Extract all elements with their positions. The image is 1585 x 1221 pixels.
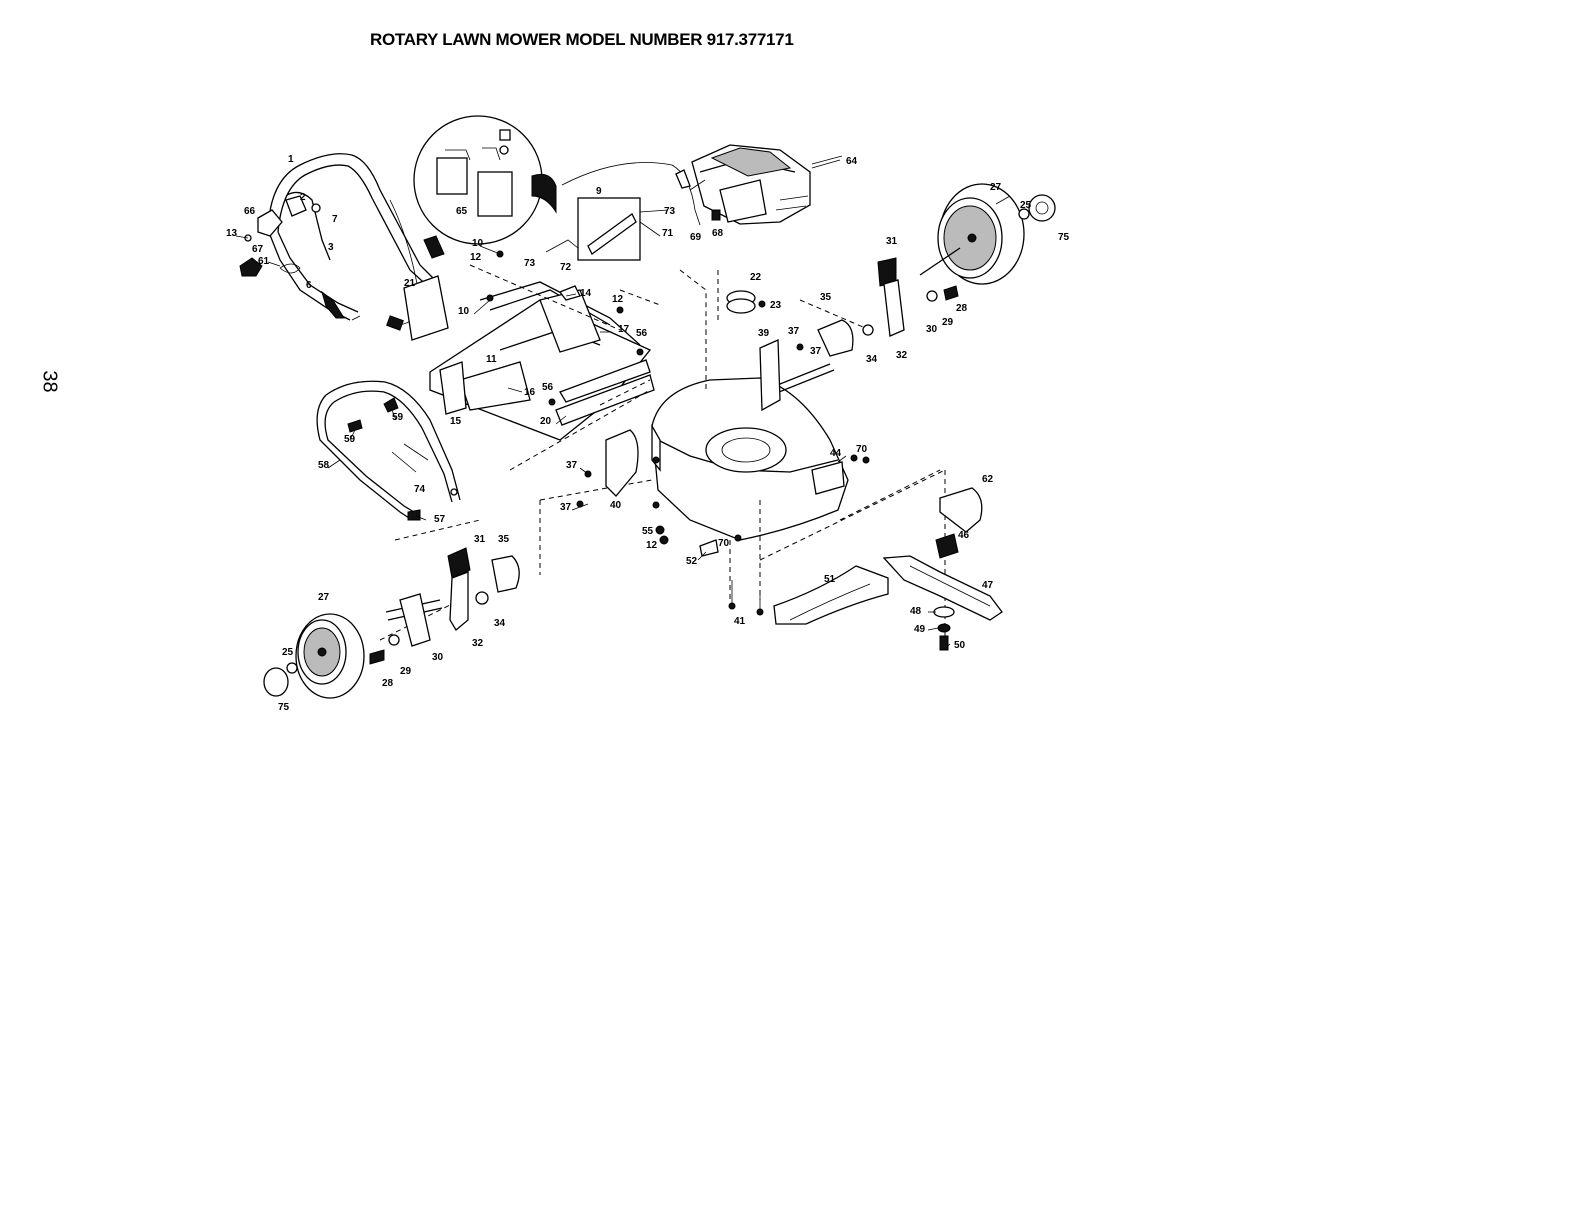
callout: 37 [810, 346, 822, 357]
callout: 46 [958, 530, 970, 541]
callout: 21 [404, 278, 416, 289]
baffle-bolts [729, 580, 763, 615]
callout: 61 [258, 256, 270, 267]
callout: 25 [1020, 200, 1032, 211]
cable-clip-part [240, 258, 300, 276]
callout: 37 [560, 502, 572, 513]
callout: 44 [830, 448, 842, 459]
callout: 37 [788, 326, 800, 337]
callout: 10 [458, 306, 470, 317]
pulley-part [727, 291, 765, 313]
callout: 28 [956, 303, 968, 314]
blade-adapter-part [936, 488, 982, 558]
callout: 35 [498, 534, 510, 545]
height-bracket-left [577, 430, 638, 507]
callout: 58 [318, 460, 330, 471]
callout: 6 [306, 280, 312, 291]
callout: 12 [646, 540, 658, 551]
callout: 31 [474, 534, 486, 545]
mower-deck-part [652, 378, 848, 540]
rear-wheel-left [296, 614, 364, 698]
engine-detail-inset [414, 116, 556, 244]
callout: 13 [226, 228, 238, 239]
callout: 34 [494, 618, 506, 629]
callout: 59 [392, 412, 404, 423]
callout: 12 [470, 252, 482, 263]
callout: 14 [580, 288, 592, 299]
callout: 27 [318, 592, 330, 603]
wheel-cap-left [264, 663, 297, 696]
callout: 22 [750, 272, 762, 283]
callout: 50 [954, 640, 966, 651]
callout: 55 [642, 526, 654, 537]
callout: 25 [282, 647, 294, 658]
handle-knob-part [322, 292, 344, 318]
callout: 65 [456, 206, 468, 217]
callout: 51 [824, 574, 836, 585]
throttle-control-part [245, 196, 320, 241]
callout: 73 [664, 206, 676, 217]
height-lever-left [448, 548, 519, 630]
callout: 35 [820, 292, 832, 303]
height-lever-right [863, 258, 904, 336]
callout: 28 [382, 678, 394, 689]
callout: 27 [990, 182, 1002, 193]
handle-bracket-part [424, 236, 444, 258]
callout: 47 [982, 580, 994, 591]
callout: 56 [542, 382, 554, 393]
callout: 10 [472, 238, 484, 249]
callout: 9 [596, 186, 602, 197]
callout: 39 [758, 328, 770, 339]
callout: 52 [686, 556, 698, 567]
callout: 20 [540, 416, 552, 427]
callout: 17 [618, 324, 630, 335]
callout: 16 [524, 387, 536, 398]
callout: 23 [770, 300, 782, 311]
callout: 31 [886, 236, 898, 247]
callout: 7 [332, 214, 338, 225]
callout: 29 [400, 666, 412, 677]
callout: 73 [524, 258, 536, 269]
leader-lines [236, 160, 1010, 648]
callout: 30 [926, 324, 938, 335]
callout: 30 [432, 652, 444, 663]
axle-rod-part [760, 320, 853, 410]
rear-wheel-right [920, 184, 1024, 284]
callout: 1 [288, 154, 294, 165]
callout: 32 [896, 350, 908, 361]
callout: 29 [942, 317, 954, 328]
callout: 32 [472, 638, 484, 649]
callout: 48 [910, 606, 922, 617]
callout: 64 [846, 156, 858, 167]
callout: 72 [560, 262, 572, 273]
callout: 37 [566, 460, 578, 471]
callout: 15 [450, 416, 462, 427]
callout: 71 [662, 228, 674, 239]
callout: 40 [610, 500, 622, 511]
callout: 69 [690, 232, 702, 243]
callout: 70 [718, 538, 730, 549]
callout: 57 [434, 514, 446, 525]
callout: 49 [914, 624, 926, 635]
callout: 34 [866, 354, 878, 365]
callout: 11 [486, 354, 497, 365]
callout: 62 [982, 474, 994, 485]
callout: 66 [244, 206, 256, 217]
callout: 12 [612, 294, 624, 305]
callout: 41 [734, 616, 746, 627]
callout: 56 [636, 328, 648, 339]
callout: 75 [1058, 232, 1070, 243]
callout: 59 [344, 434, 356, 445]
callout: 67 [252, 244, 264, 255]
callout: 70 [856, 444, 868, 455]
wheel-bolt-right [927, 286, 958, 301]
callout: 3 [328, 242, 334, 253]
callout: 2 [300, 192, 306, 203]
callout: 75 [278, 702, 290, 713]
engine-part [690, 145, 842, 224]
callout: 68 [712, 228, 724, 239]
callout: 74 [414, 484, 426, 495]
